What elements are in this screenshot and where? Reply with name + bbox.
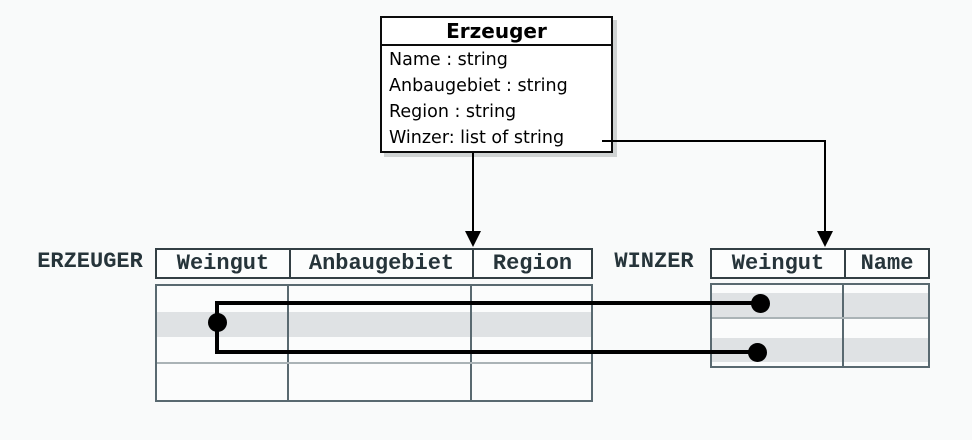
class-attribute-name: Name : string: [389, 50, 508, 70]
arrow-line-winzer-attr-horizontal: [602, 140, 826, 142]
winzer-table-label: WINZER: [614, 249, 694, 274]
arrow-line-class-to-erzeuger: [472, 153, 474, 232]
class-attribute-region: Region : string: [389, 102, 517, 122]
fk-dot-winzer-row-2: [748, 343, 767, 362]
arrowhead-down-icon: [465, 231, 481, 247]
erzeuger-table-label: ERZEUGER: [37, 249, 143, 274]
winzer-highlighted-row: [712, 293, 928, 317]
fk-connector-upper: [215, 301, 762, 305]
class-title: Erzeuger: [382, 18, 611, 46]
erzeuger-row-line: [157, 362, 591, 364]
erzeuger-header-row: Weingut Anbaugebiet Region: [155, 248, 593, 279]
winzer-column-separator: [842, 285, 844, 366]
erzeuger-column-header-weingut: Weingut: [176, 251, 270, 276]
fk-dot-winzer-row-1: [751, 294, 770, 313]
winzer-header-row: Weingut Name: [710, 248, 930, 279]
class-attribute-winzer: Winzer: list of string: [389, 128, 565, 148]
winzer-column-header-name: Name: [844, 250, 928, 277]
class-attribute-list: Name : string Anbaugebiet : string Regio…: [382, 46, 611, 151]
erzeuger-column-header-region: Region: [472, 250, 591, 277]
erzeuger-highlighted-row: [157, 312, 591, 337]
class-attribute-anbaugebiet: Anbaugebiet : string: [389, 76, 568, 96]
erzeuger-column-separator: [287, 286, 289, 400]
winzer-body-grid: [710, 283, 930, 368]
arrowhead-down-icon: [817, 231, 833, 247]
arrow-line-winzer-attr-vertical: [824, 140, 826, 232]
erzeuger-column-separator: [470, 286, 472, 400]
fk-connector-lower: [215, 350, 759, 354]
erzeuger-column-header-anbaugebiet: Anbaugebiet: [289, 250, 472, 277]
winzer-column-header-weingut: Weingut: [731, 251, 825, 276]
winzer-row-line: [712, 317, 928, 319]
uml-class-box-erzeuger: Erzeuger Name : string Anbaugebiet : str…: [380, 16, 613, 153]
fk-dot-erzeuger-row: [208, 313, 227, 332]
